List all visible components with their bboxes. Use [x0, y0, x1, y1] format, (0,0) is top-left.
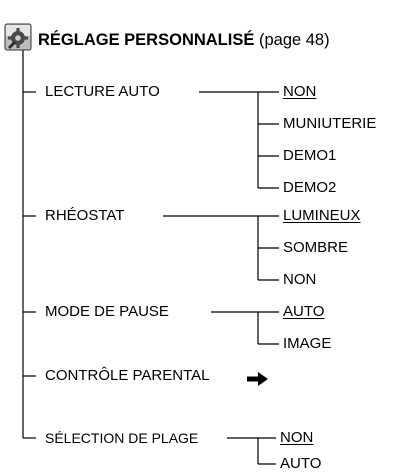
settings-menu-icon: [4, 23, 32, 51]
option-lecture-auto-muniuterie: MUNIUTERIE: [283, 115, 377, 132]
option-lecture-auto-demo2: DEMO2: [283, 179, 337, 196]
option-mode-de-pause-image: IMAGE: [283, 335, 332, 352]
menu-item-mode-de-pause: MODE DE PAUSE: [45, 303, 169, 320]
menu-item-controle-parental: CONTRÔLE PARENTAL: [45, 367, 210, 384]
option-selection-de-plage-auto: AUTO: [280, 455, 322, 472]
title-main: RÉGLAGE PERSONNALISÉ: [38, 31, 255, 49]
option-lecture-auto-demo1: DEMO1: [283, 147, 337, 164]
menu-item-selection-de-plage: SÉLECTION DE PLAGE: [45, 430, 199, 446]
option-lecture-auto-non: NON: [283, 83, 317, 100]
option-rheostat-sombre: SOMBRE: [283, 239, 349, 256]
option-selection-de-plage-non: NON: [280, 429, 314, 446]
menu-item-rheostat: RHÉOSTAT: [45, 207, 125, 224]
option-mode-de-pause-auto: AUTO: [283, 303, 325, 320]
page-reference: (page 48): [258, 31, 330, 49]
option-rheostat-non: NON: [283, 271, 317, 288]
right-arrow-icon: [247, 372, 268, 386]
option-rheostat-lumineux: LUMINEUX: [283, 207, 361, 224]
section-title: RÉGLAGE PERSONNALISÉ (page 48): [38, 30, 330, 50]
menu-item-lecture-auto: LECTURE AUTO: [45, 83, 160, 100]
